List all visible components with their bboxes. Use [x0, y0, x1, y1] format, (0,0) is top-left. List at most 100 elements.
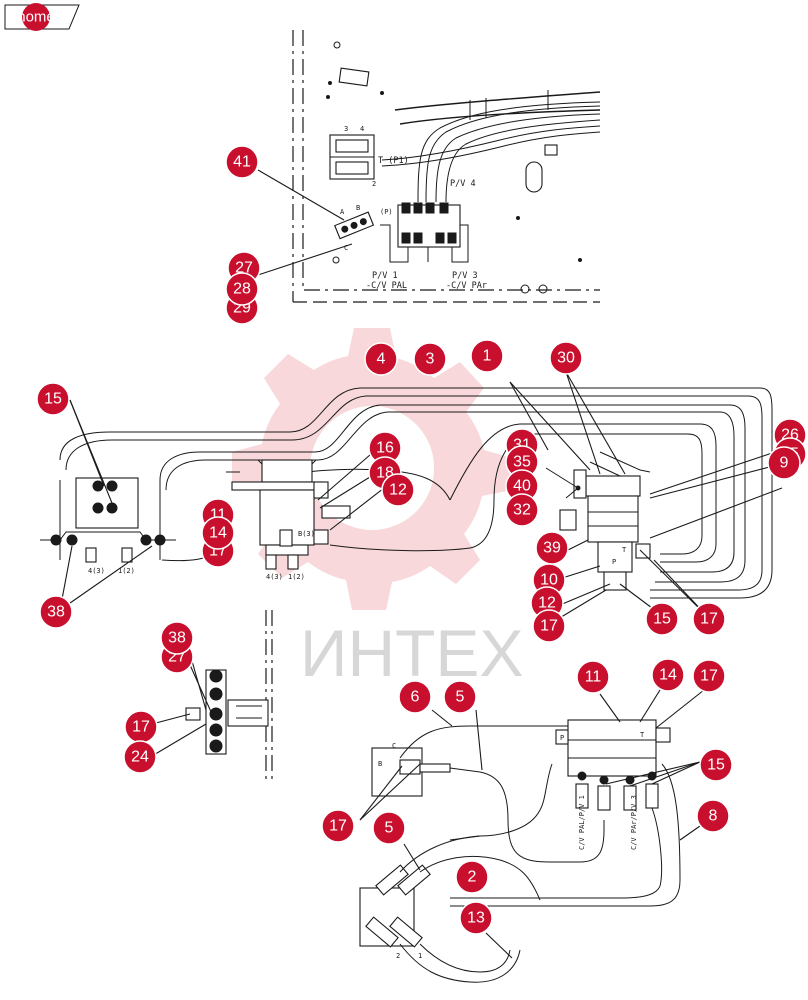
callout-5[interactable]: 5	[372, 811, 406, 845]
svg-text:17: 17	[329, 818, 347, 835]
callout-13[interactable]: 13	[459, 901, 493, 935]
label-pv4: P/V 4	[450, 179, 476, 189]
svg-text:15: 15	[653, 611, 671, 628]
callout-17[interactable]: 17	[692, 659, 726, 693]
callout-28[interactable]: 28	[225, 272, 259, 306]
svg-text:15: 15	[707, 757, 725, 774]
svg-text:17: 17	[700, 611, 718, 628]
svg-text:16: 16	[376, 440, 394, 457]
svg-text:6: 6	[411, 689, 420, 706]
svg-text:5: 5	[456, 689, 465, 706]
svg-text:C: C	[392, 742, 396, 750]
callout-32[interactable]: 32	[505, 493, 539, 527]
svg-text:C/V PAL/P/V 1: C/V PAL/P/V 1	[578, 795, 586, 850]
side-assembly	[151, 610, 273, 780]
callout-1[interactable]: 1	[470, 339, 504, 373]
callout-15[interactable]: 15	[645, 602, 679, 636]
callout-4[interactable]: 4	[364, 342, 398, 376]
svg-text:11: 11	[585, 669, 602, 686]
callout-17[interactable]: 17	[692, 602, 726, 636]
svg-text:10: 10	[540, 572, 558, 589]
callout-14[interactable]: 14	[651, 658, 685, 692]
svg-text:T: T	[622, 546, 627, 554]
svg-text:P: P	[612, 558, 616, 566]
svg-text:40: 40	[513, 478, 531, 495]
callout-15[interactable]: 15	[699, 748, 733, 782]
lower-assembly: B C P T C/V PAL/P/V 1 C/V PAr/P/V 3 4 3 …	[359, 689, 705, 983]
callout-2[interactable]: 2	[455, 860, 489, 894]
callout-9[interactable]: 9	[767, 446, 801, 480]
callout-17[interactable]: 17	[321, 809, 355, 843]
svg-text:C: C	[344, 244, 348, 252]
svg-text:1: 1	[418, 952, 422, 960]
svg-text:38: 38	[47, 604, 65, 621]
svg-text:4(3): 4(3)	[266, 573, 283, 581]
svg-text:1(2): 1(2)	[288, 573, 305, 581]
svg-text:24: 24	[131, 749, 149, 766]
svg-text:B: B	[378, 760, 382, 768]
svg-text:B(3): B(3)	[298, 530, 315, 538]
callout-38[interactable]: 38	[160, 621, 194, 655]
svg-text:12: 12	[538, 595, 556, 612]
callout-12[interactable]: 12	[381, 473, 415, 507]
svg-text:27: 27	[235, 260, 253, 277]
svg-text:2: 2	[372, 180, 376, 188]
svg-text:T: T	[640, 731, 645, 739]
svg-text:14: 14	[659, 667, 677, 684]
callout-17[interactable]: 17	[124, 710, 158, 744]
svg-text:(P): (P)	[380, 208, 393, 216]
callout-3[interactable]: 3	[413, 342, 447, 376]
svg-text:32: 32	[513, 502, 531, 519]
svg-text:28: 28	[233, 281, 251, 298]
callout-15[interactable]: 15	[36, 382, 70, 416]
svg-text:30: 30	[557, 350, 575, 367]
callout-35[interactable]: 35	[505, 445, 539, 479]
label-cv-par: -C/V PAr	[446, 281, 487, 291]
svg-text:12: 12	[389, 482, 407, 499]
svg-text:9: 9	[780, 455, 789, 472]
callout-39[interactable]: 39	[535, 531, 569, 565]
callout-17[interactable]: 17	[532, 609, 566, 643]
svg-text:41: 41	[233, 154, 251, 171]
callout-41[interactable]: 41	[225, 145, 259, 179]
svg-text:1(2): 1(2)	[118, 567, 135, 575]
svg-text:35: 35	[513, 454, 531, 471]
svg-text:14: 14	[209, 525, 227, 542]
callout-11[interactable]: 11	[576, 660, 610, 694]
svg-text:2: 2	[468, 869, 477, 886]
svg-text:17: 17	[540, 618, 558, 635]
svg-text:4(3): 4(3)	[88, 567, 105, 575]
svg-text:B: B	[356, 204, 360, 212]
callout-5[interactable]: 5	[443, 680, 477, 714]
callout-24[interactable]: 24	[123, 740, 157, 774]
callout-38[interactable]: 38	[39, 595, 73, 629]
home-button[interactable]: home	[4, 3, 80, 31]
svg-text:13: 13	[467, 910, 485, 927]
svg-text:1: 1	[483, 348, 492, 365]
callout-40[interactable]: 40	[505, 469, 539, 503]
callout-8[interactable]: 8	[696, 799, 730, 833]
callouts: 41 27 29 28 4 3 1 30 15 31 35 40 32 16 1…	[36, 145, 807, 935]
svg-text:P: P	[560, 734, 564, 742]
label-pv3: P/V 3	[452, 271, 478, 281]
callout-6[interactable]: 6	[398, 680, 432, 714]
svg-text:C/V PAr/P/V 3: C/V PAr/P/V 3	[630, 795, 638, 850]
svg-text:4: 4	[360, 125, 364, 133]
home-label: home	[17, 9, 55, 26]
svg-text:8: 8	[709, 808, 718, 825]
label-pv1: P/V 1	[372, 271, 398, 281]
svg-text:4: 4	[377, 351, 386, 368]
label-cv-pal: -C/V PAL	[366, 281, 407, 291]
svg-text:15: 15	[44, 391, 62, 408]
svg-text:5: 5	[385, 820, 394, 837]
svg-text:A: A	[340, 208, 345, 216]
main-assembly: 4(3) 1(2) 4(3) 1(2) B(3) T	[40, 371, 791, 626]
svg-text:3: 3	[344, 125, 348, 133]
callout-30[interactable]: 30	[549, 341, 583, 375]
svg-text:38: 38	[168, 630, 186, 647]
callout-14[interactable]: 14	[201, 516, 235, 550]
top-assembly: 3 4 2 T (P1) P/V 4 P/V 1 -C/V PAL P/V 3 …	[257, 30, 601, 303]
watermark-text: ИНТЕХ	[300, 616, 523, 690]
svg-text:17: 17	[132, 719, 150, 736]
